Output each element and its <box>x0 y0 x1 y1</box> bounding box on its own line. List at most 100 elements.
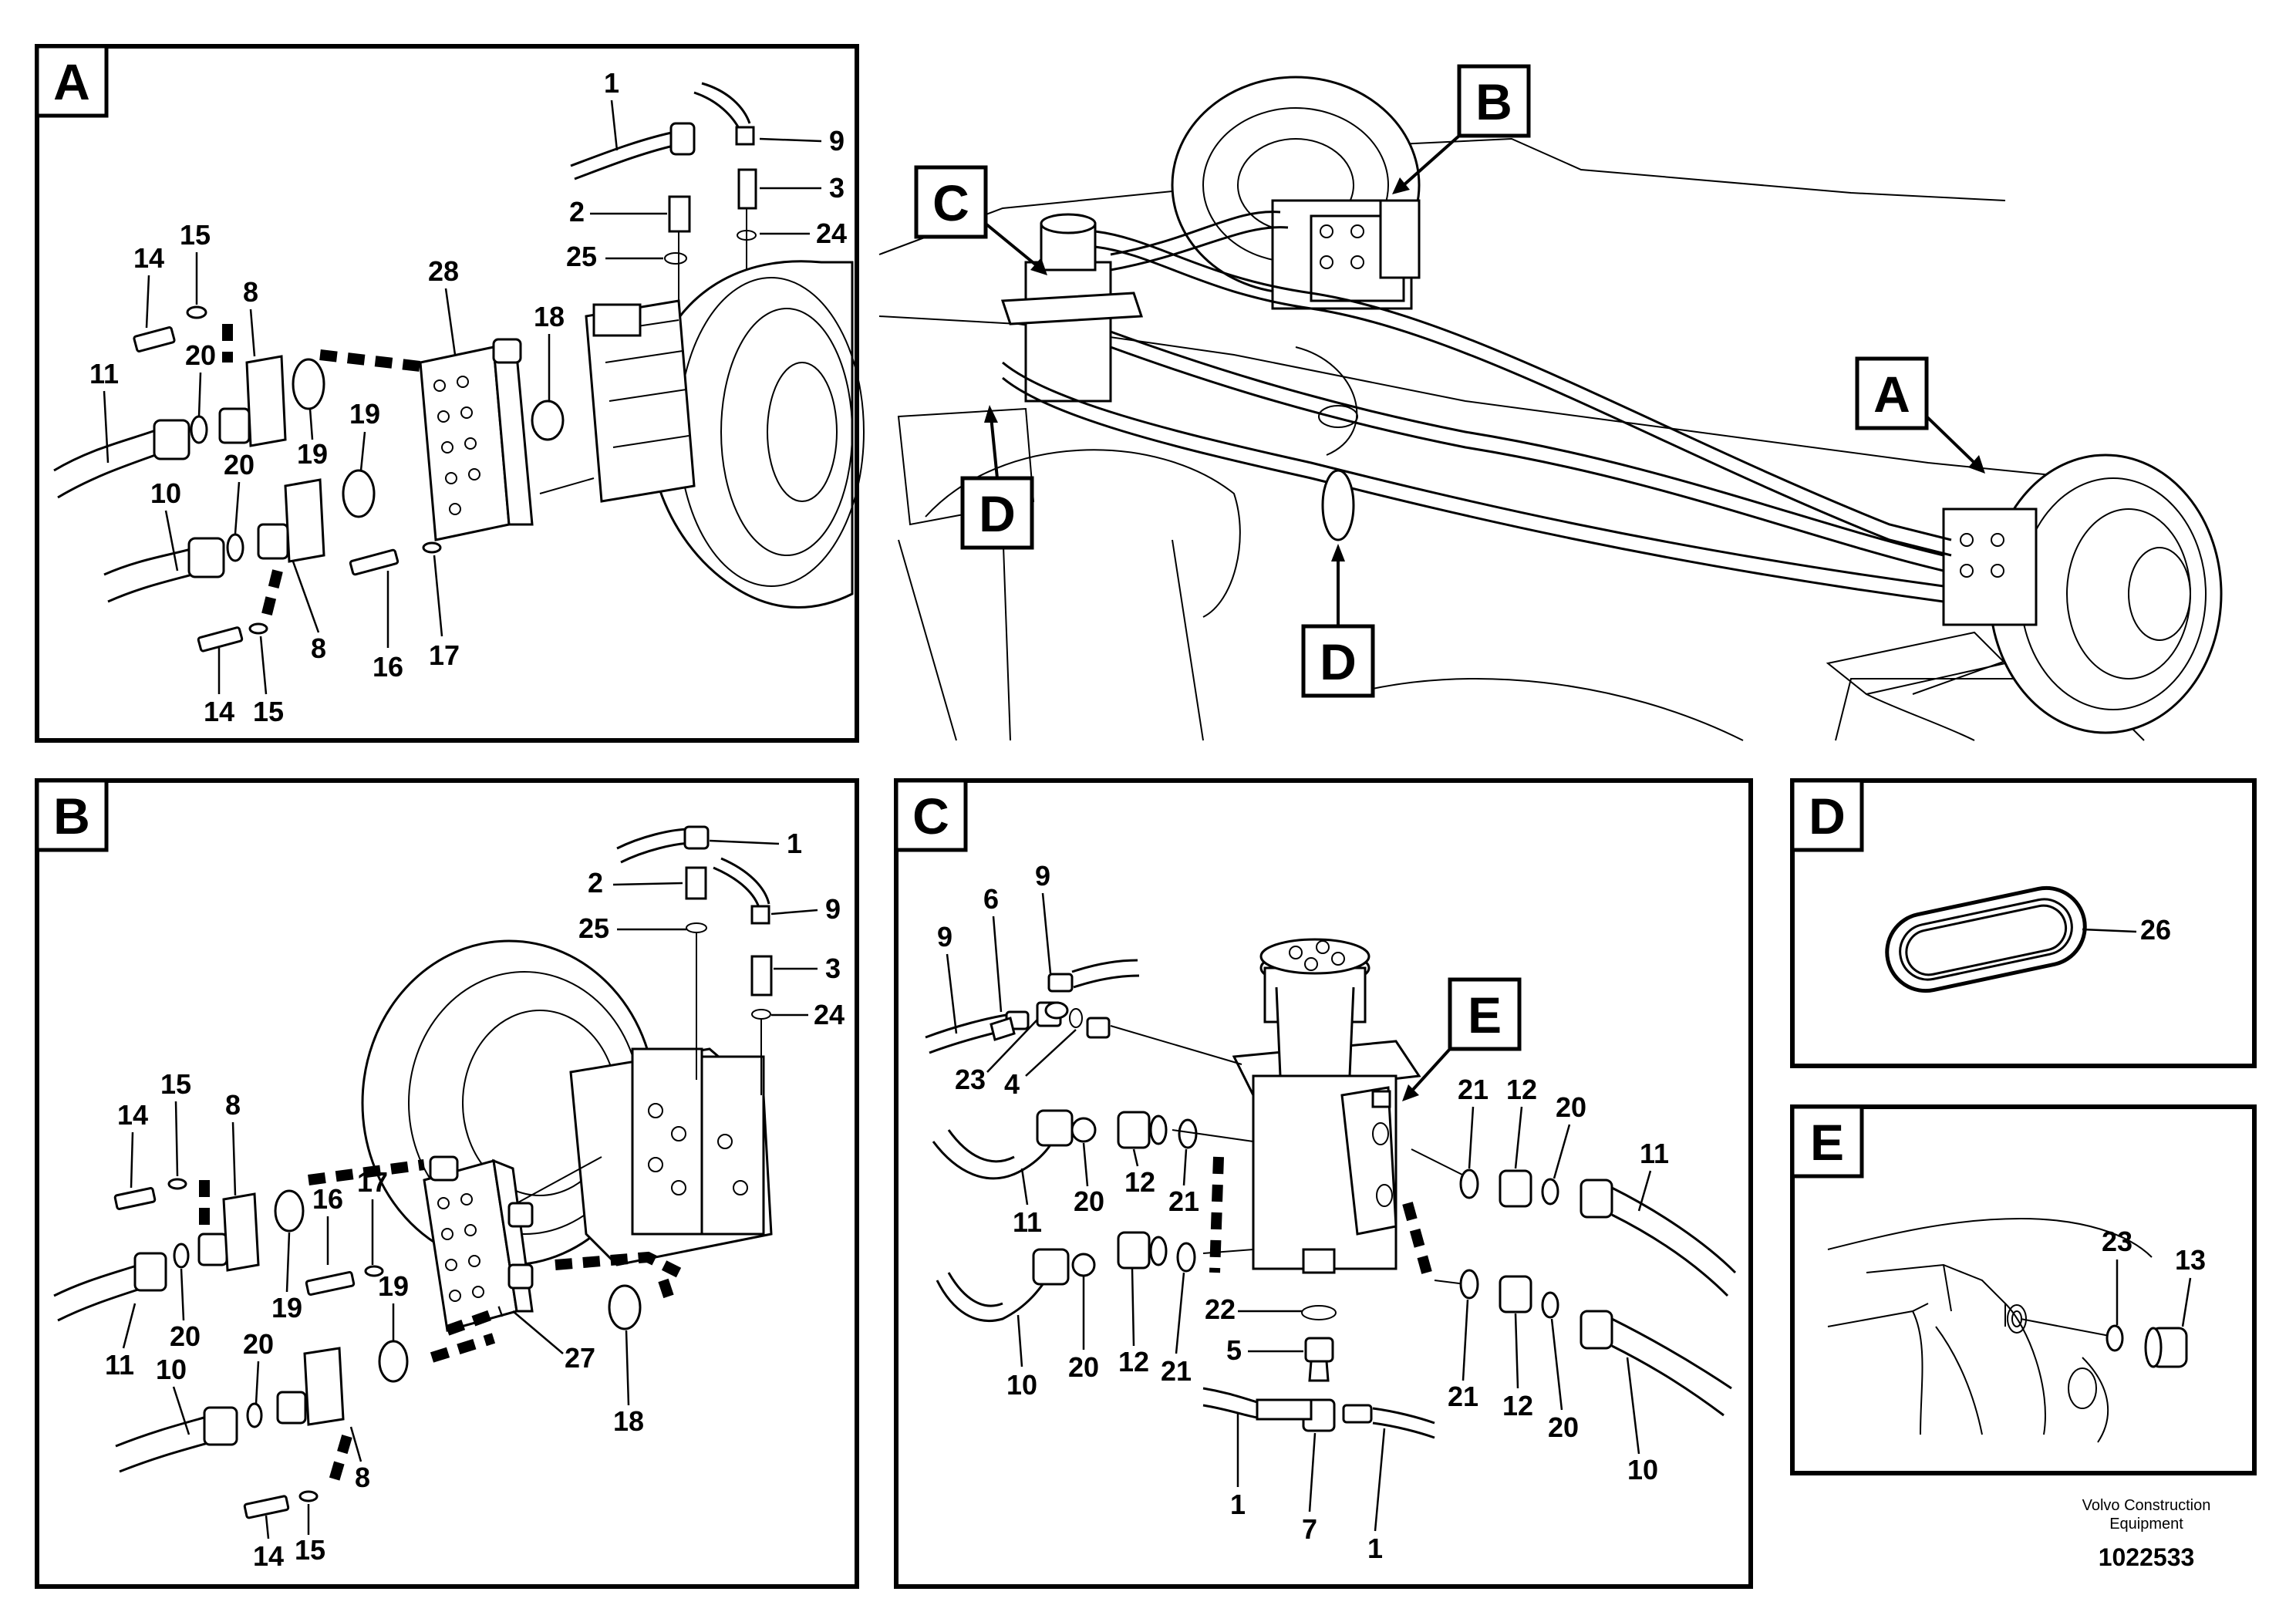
label: 6 <box>983 883 999 915</box>
label: 11 <box>105 1349 134 1381</box>
label: 19 <box>349 398 380 430</box>
panel-b-labels: 1 2 9 25 3 24 14 15 8 16 17 19 11 <box>105 828 845 1572</box>
label: 8 <box>243 276 258 308</box>
panel-a-tag: A <box>53 53 90 110</box>
label: 14 <box>204 696 234 727</box>
label: 19 <box>297 438 328 470</box>
label: 21 <box>1161 1355 1192 1387</box>
label: 22 <box>1205 1293 1236 1325</box>
panel-d: D 26 <box>1790 778 2257 1068</box>
label: 16 <box>312 1183 343 1215</box>
label: 19 <box>378 1270 409 1302</box>
label: 12 <box>1506 1074 1537 1105</box>
label: 15 <box>180 219 211 251</box>
label: 12 <box>1502 1390 1533 1421</box>
label: 2 <box>569 196 585 228</box>
panel-c: C <box>894 778 1753 1589</box>
callout-b: B <box>1475 73 1512 130</box>
callout-e: E <box>1468 986 1502 1044</box>
panel-a-valve-block <box>419 338 534 541</box>
label: 1 <box>1230 1489 1246 1520</box>
label: 20 <box>1548 1411 1579 1443</box>
label: 4 <box>1004 1068 1020 1100</box>
label: 17 <box>357 1166 388 1198</box>
panel-e-tag: E <box>1810 1114 1844 1171</box>
label: 17 <box>429 639 460 671</box>
label: 1 <box>787 828 802 859</box>
panel-b-valve-block <box>423 1155 534 1332</box>
label: 25 <box>566 241 597 272</box>
label: 12 <box>1124 1166 1155 1198</box>
callout-c: C <box>932 174 969 231</box>
brand-line-2: Equipment <box>2109 1516 2183 1533</box>
label: 18 <box>613 1405 644 1437</box>
label: 10 <box>1006 1369 1037 1401</box>
label: 11 <box>1640 1138 1669 1169</box>
plug-drawing <box>1827 1217 2188 1443</box>
label: 9 <box>937 921 952 953</box>
label: 15 <box>295 1534 325 1566</box>
label: 25 <box>578 912 609 944</box>
label: 9 <box>829 125 845 157</box>
label: 10 <box>150 477 181 509</box>
panel-e: E 23 13 <box>1790 1104 2257 1475</box>
panel-a-motor-drawing <box>585 260 865 609</box>
label: 5 <box>1226 1334 1242 1366</box>
label: 9 <box>1035 860 1050 892</box>
label: 18 <box>534 301 565 332</box>
label: 1 <box>604 67 619 99</box>
label: 20 <box>1556 1091 1586 1123</box>
label: 14 <box>253 1540 284 1572</box>
label: 8 <box>311 632 326 664</box>
overview-drawing <box>878 76 2223 741</box>
brand-line-1: Volvo Construction <box>2082 1497 2211 1514</box>
label: 10 <box>156 1354 187 1385</box>
label: 9 <box>825 893 841 925</box>
label: 20 <box>170 1320 201 1352</box>
panel-c-swivel-drawing <box>1232 938 1421 1274</box>
label: 28 <box>428 255 459 287</box>
label: 13 <box>2175 1244 2206 1276</box>
panel-c-tag: C <box>912 787 949 845</box>
label: 20 <box>224 449 255 481</box>
drawing-number: 1022533 <box>2099 1543 2195 1571</box>
label: 20 <box>243 1328 274 1360</box>
label: 16 <box>373 651 403 683</box>
label: 7 <box>1302 1513 1317 1545</box>
label: 2 <box>588 867 603 899</box>
footer: Volvo Construction Equipment 1022533 <box>2082 1497 2211 1571</box>
panel-b-tag: B <box>53 787 90 845</box>
label: 23 <box>955 1064 986 1095</box>
label: 20 <box>185 339 216 371</box>
callout-d-left: D <box>979 485 1016 542</box>
label: 23 <box>2102 1226 2132 1257</box>
label: 21 <box>1448 1381 1478 1412</box>
label: 3 <box>825 953 841 984</box>
overview-callouts: B C A D D <box>914 64 1985 698</box>
label: 12 <box>1118 1346 1149 1378</box>
panel-b: B <box>35 778 859 1589</box>
panel-c-labels: 9 6 9 23 4 21 12 20 11 20 12 21 11 <box>937 860 1669 1564</box>
label: 19 <box>271 1292 302 1324</box>
label: 3 <box>829 172 845 204</box>
label: 24 <box>816 218 847 249</box>
label: 8 <box>225 1089 241 1121</box>
label: 15 <box>253 696 284 727</box>
cable-tie-drawing <box>1885 885 2087 993</box>
label: 15 <box>160 1068 191 1100</box>
label: 10 <box>1627 1454 1658 1485</box>
callout-a: A <box>1873 366 1910 423</box>
label: 11 <box>1013 1206 1042 1238</box>
label: 11 <box>89 358 119 389</box>
label: 8 <box>355 1462 370 1493</box>
label: 14 <box>133 242 164 274</box>
label: 24 <box>814 999 845 1030</box>
label: 26 <box>2140 914 2171 946</box>
panel-a-labels: 1 9 2 3 25 24 14 15 28 8 18 20 11 <box>89 67 847 727</box>
label: 20 <box>1074 1185 1104 1217</box>
label: 21 <box>1168 1185 1199 1217</box>
label: 20 <box>1068 1351 1099 1383</box>
panel-d-tag: D <box>1809 787 1846 845</box>
label: 1 <box>1367 1533 1383 1564</box>
